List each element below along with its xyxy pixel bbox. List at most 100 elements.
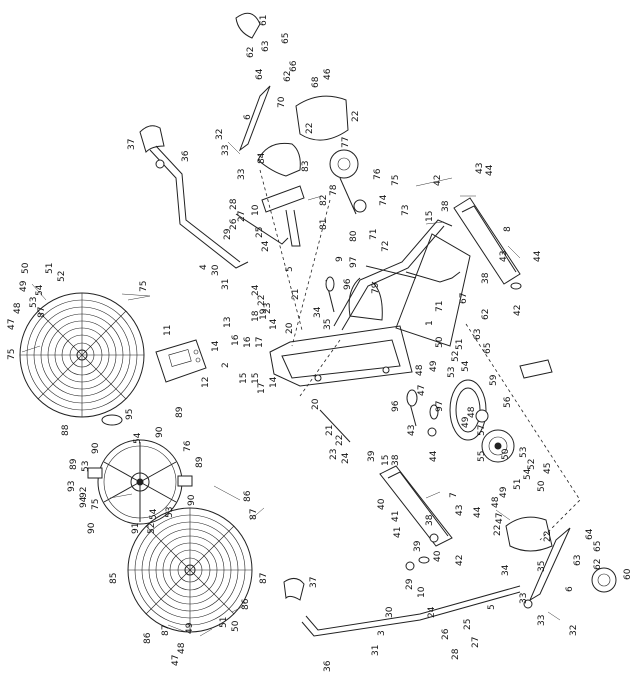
- callout-47b: 47: [495, 513, 505, 524]
- callout-2: 2: [221, 362, 231, 368]
- callout-76b: 76: [183, 440, 193, 452]
- callout-84: 84: [257, 152, 267, 164]
- callout-75b: 75: [139, 281, 149, 292]
- callout-95: 95: [125, 409, 135, 420]
- callout-52: 52: [451, 351, 461, 362]
- callout-10: 10: [251, 204, 261, 216]
- callout-44b: 44: [533, 250, 543, 262]
- callout-60: 60: [623, 568, 633, 580]
- callout-25: 25: [255, 227, 265, 238]
- seat-assembly: [235, 142, 305, 247]
- callout-96b: 96: [391, 400, 401, 412]
- callout-15c: 15: [251, 373, 261, 384]
- callout-50b: 50: [501, 448, 511, 460]
- callout-7: 7: [449, 492, 459, 498]
- callout-43b: 43: [499, 251, 509, 262]
- callout-55: 55: [477, 451, 487, 462]
- lower-right-arm: [505, 516, 617, 602]
- callout-82: 82: [319, 195, 329, 206]
- callout-5: 5: [285, 266, 295, 272]
- callout-90c: 90: [187, 494, 197, 506]
- callout-47c: 47: [7, 319, 17, 330]
- callout-96: 96: [343, 278, 353, 290]
- callout-90: 90: [155, 426, 165, 438]
- callout-80: 80: [349, 230, 359, 242]
- callout-93: 93: [67, 481, 77, 492]
- callout-37: 37: [127, 139, 137, 150]
- callout-75d: 75: [91, 499, 101, 510]
- callout-51b: 51: [513, 479, 523, 490]
- callout-44: 44: [485, 164, 495, 176]
- callout-51: 51: [455, 339, 465, 350]
- callout-49c: 49: [499, 486, 509, 498]
- callout-24: 24: [261, 240, 271, 252]
- callout-62d: 62: [593, 559, 603, 570]
- callout-9: 9: [335, 256, 345, 262]
- callout-48d: 48: [13, 302, 23, 314]
- callout-65c: 65: [593, 541, 603, 552]
- callout-20b: 20: [311, 398, 321, 410]
- callout-28b: 28: [451, 648, 461, 660]
- handlebar-left: [139, 125, 249, 269]
- callout-labels: 61 62 63 65 64 62 66 68 46 70 6 22 22 32…: [7, 15, 633, 672]
- callout-92: 92: [79, 487, 89, 498]
- callout-6b: 6: [565, 586, 575, 592]
- callout-81: 81: [319, 219, 329, 230]
- callout-74: 74: [379, 194, 389, 206]
- callout-90b: 90: [91, 442, 101, 454]
- callout-50: 50: [435, 336, 445, 348]
- callout-40b: 40: [433, 550, 443, 562]
- callout-4: 4: [199, 264, 209, 270]
- callout-23: 23: [263, 303, 273, 314]
- callout-23b: 23: [329, 449, 339, 460]
- callout-53d: 53: [81, 461, 91, 472]
- callout-52c: 52: [57, 271, 67, 282]
- callout-25b: 25: [463, 619, 473, 630]
- callout-65b: 65: [483, 343, 493, 354]
- callout-53b: 53: [519, 447, 529, 458]
- callout-38c: 38: [391, 454, 401, 466]
- upper-arm-pulley: [235, 12, 367, 215]
- callout-26: 26: [229, 218, 239, 230]
- callout-49e: 49: [185, 622, 195, 634]
- callout-97b: 97: [435, 401, 445, 412]
- rear-stabilizer: [379, 465, 453, 564]
- callout-77: 77: [341, 137, 351, 148]
- callout-87c: 87: [259, 573, 269, 584]
- callout-21b: 21: [325, 425, 335, 436]
- callout-86c: 86: [143, 632, 153, 644]
- callout-16: 16: [231, 334, 241, 346]
- callout-22e: 22: [493, 525, 503, 536]
- callout-29: 29: [223, 228, 233, 240]
- callout-10b: 10: [417, 586, 427, 598]
- callout-54b: 54: [523, 468, 533, 480]
- callout-5b: 5: [487, 604, 497, 610]
- callout-62b: 62: [283, 71, 293, 82]
- callout-79: 79: [371, 282, 381, 294]
- callout-94: 94: [79, 496, 89, 508]
- callout-86: 86: [243, 490, 253, 502]
- callout-54d: 54: [133, 432, 143, 444]
- callout-53e: 53: [165, 507, 175, 518]
- callout-38: 38: [441, 200, 451, 212]
- callout-8: 8: [503, 226, 513, 232]
- callout-49: 49: [429, 360, 439, 372]
- callout-50e: 50: [231, 620, 241, 632]
- callout-33d: 33: [537, 615, 547, 626]
- drive-assembly: [449, 359, 553, 463]
- callout-43c: 43: [407, 425, 417, 436]
- callout-22: 22: [351, 111, 361, 122]
- callout-22f: 22: [543, 531, 553, 542]
- callout-64: 64: [255, 68, 265, 80]
- callout-30b: 30: [385, 606, 395, 618]
- callout-54e: 54: [149, 508, 159, 520]
- callout-48c: 48: [491, 496, 501, 508]
- callout-24d: 24: [427, 606, 437, 618]
- callout-57: 57: [477, 425, 487, 436]
- callout-3: 3: [377, 630, 387, 636]
- callout-20: 20: [285, 322, 295, 334]
- fan-wheel: [87, 414, 193, 525]
- callout-36b: 36: [323, 660, 333, 672]
- callout-14b: 14: [211, 340, 221, 352]
